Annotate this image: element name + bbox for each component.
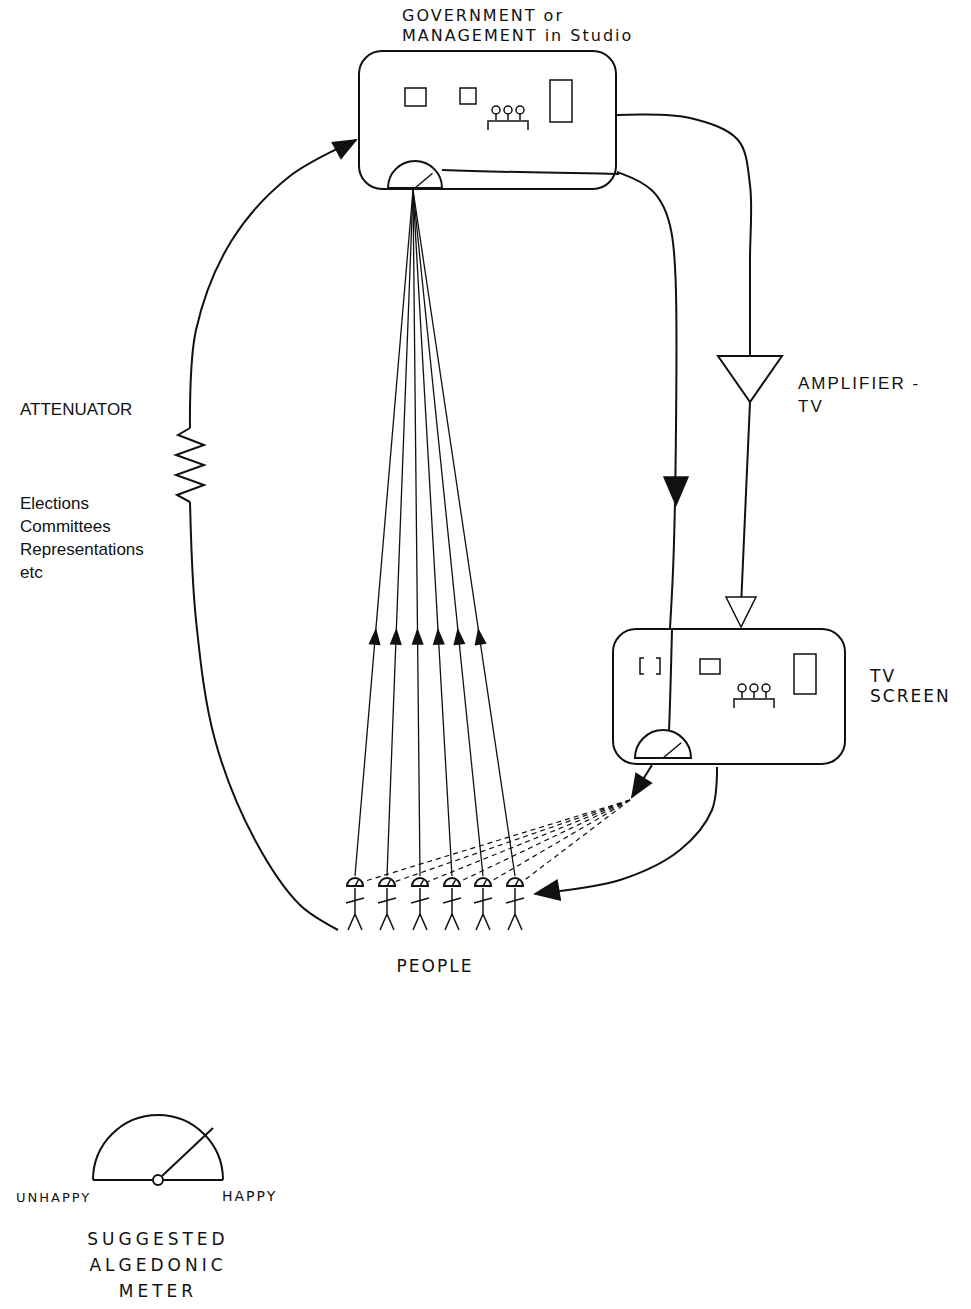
connector-line: [190, 140, 356, 428]
node-drawing: [614, 630, 844, 763]
meter-base: [164, 1179, 223, 1181]
connector-line: [522, 800, 630, 882]
people-label: PEOPLE: [340, 956, 530, 976]
arrowhead: [632, 774, 651, 797]
figure-head: [750, 684, 758, 692]
person-figure: [474, 888, 492, 930]
studio-box: GOVERNMENT or MANAGEMENT in Studio: [358, 50, 617, 190]
meter-needle: [355, 880, 358, 886]
connector: [617, 115, 782, 627]
connector-line: [413, 190, 452, 876]
connector: [617, 172, 688, 628]
connector-line: [459, 800, 630, 882]
figure-body: [507, 114, 509, 120]
arrowhead: [726, 597, 756, 627]
meter-needle: [452, 880, 455, 886]
connector-line: [387, 190, 413, 876]
person-figure: [411, 888, 429, 930]
connector-line: [632, 765, 652, 797]
meter-symbol: [475, 878, 491, 886]
connector-line: [362, 800, 630, 882]
arrowhead: [332, 140, 356, 158]
amplifier-label: AMPLIFIER - TV: [798, 372, 926, 418]
connector-line: [535, 767, 717, 894]
meter-symbol: [347, 878, 363, 886]
meter-symbol: [379, 878, 395, 886]
connector: [535, 767, 717, 900]
meter-symbol: [412, 878, 428, 886]
meter-needle: [420, 880, 423, 886]
person-figure: [346, 888, 364, 930]
figure-body: [495, 114, 497, 120]
connector-line: [413, 190, 515, 876]
meter-symbol: [444, 878, 460, 886]
figure-head: [492, 106, 500, 114]
connector: [176, 140, 356, 930]
attenuator-label: ATTENUATOR: [20, 398, 170, 421]
tv-screen-label: TV SCREEN: [870, 666, 962, 706]
desk: [734, 699, 774, 708]
meter-needle: [515, 880, 518, 886]
connector-line: [617, 115, 751, 356]
arrowhead: [476, 630, 486, 645]
meter-scale-label: UNHAPPY: [16, 1188, 106, 1208]
connector-line: [190, 502, 338, 930]
connector-line: [617, 172, 676, 628]
arrowhead: [454, 630, 464, 644]
connector-line: [176, 428, 204, 502]
figure-head: [516, 106, 524, 114]
connector-line: [355, 190, 413, 876]
figure-body: [741, 692, 743, 698]
node-drawing: [360, 52, 615, 188]
person-figure: [443, 888, 461, 930]
arrowhead: [535, 880, 560, 900]
arrowhead: [391, 630, 401, 644]
meter-needle: [415, 173, 433, 188]
connector-line: [741, 402, 750, 607]
arrowhead: [370, 630, 380, 644]
figure-body: [753, 692, 755, 698]
tv-screen-box: TV SCREEN: [612, 628, 846, 765]
meter-symbol: [388, 161, 442, 188]
connector: [355, 190, 515, 876]
amplifier-symbol: [718, 356, 782, 402]
studio-heading: GOVERNMENT or MANAGEMENT in Studio: [402, 6, 652, 46]
connector-line: [394, 800, 630, 882]
people-group: PEOPLE: [340, 872, 530, 980]
connector-line: [413, 190, 483, 876]
figure-head: [738, 684, 746, 692]
figure-head: [504, 106, 512, 114]
desk: [488, 121, 528, 130]
meter-pivot: [153, 1175, 163, 1185]
figure-head: [762, 684, 770, 692]
figure-body: [765, 692, 767, 698]
meter-base: [93, 1179, 152, 1181]
figure-body: [519, 114, 521, 120]
connector-line: [427, 800, 630, 882]
connector-line: [490, 800, 630, 882]
meter-needle: [663, 743, 681, 758]
arrowhead: [413, 630, 423, 644]
arrowhead: [434, 630, 444, 644]
meter-needle: [162, 1128, 213, 1176]
attenuator-examples: Elections Committees Representations etc: [20, 492, 170, 584]
algedonic-meter: [93, 1115, 223, 1185]
meter-caption: SUGGESTED ALGEDONIC METER: [58, 1226, 258, 1304]
meter-needle: [483, 880, 486, 886]
meter-symbol: [507, 878, 523, 886]
arrowhead: [664, 477, 688, 505]
meter-arc: [93, 1115, 223, 1180]
meter-symbol: [635, 730, 691, 758]
person-figure: [378, 888, 396, 930]
meter-needle: [387, 880, 390, 886]
person-figure: [506, 888, 524, 930]
meter-scale-label: HAPPY: [222, 1186, 302, 1206]
